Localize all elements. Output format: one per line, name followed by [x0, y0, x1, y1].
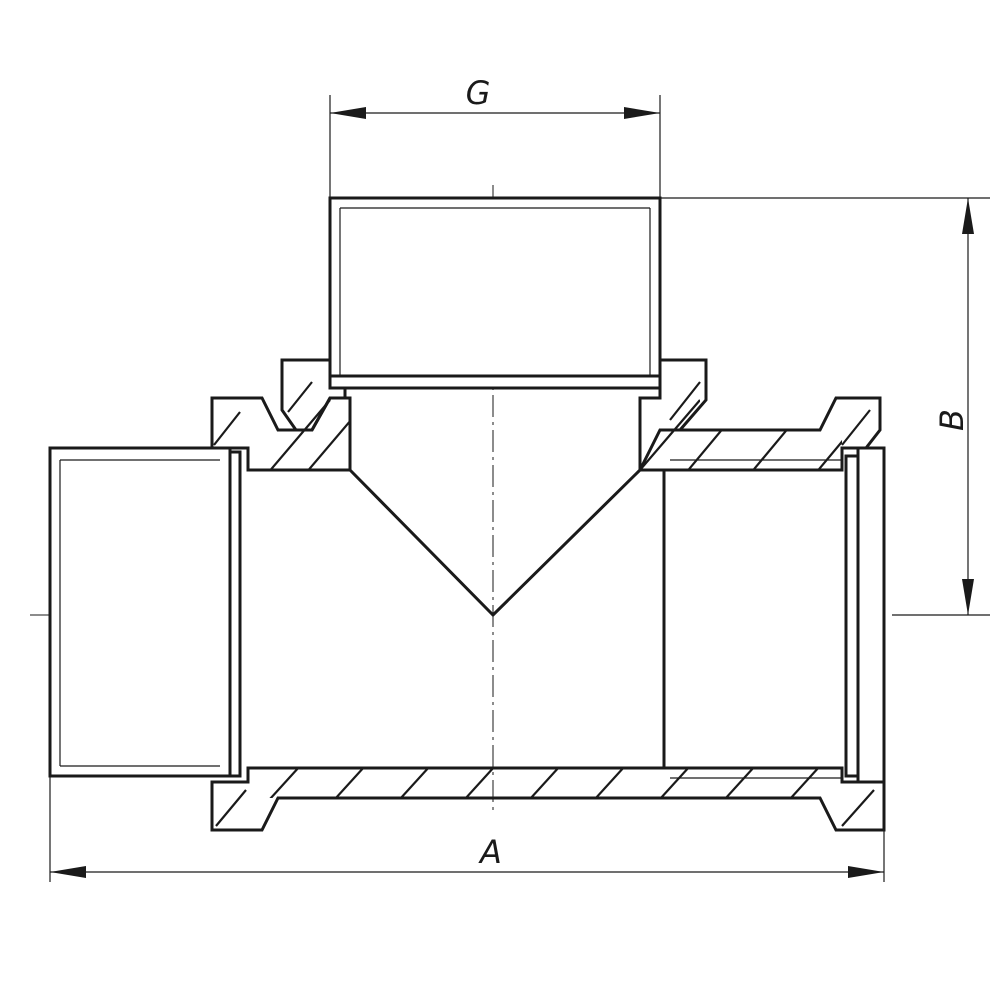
top-threaded-port: [328, 196, 662, 390]
flange-hatch-bottom-right: [841, 789, 875, 827]
top-thread-body: [328, 196, 662, 390]
g-arrow-left: [330, 107, 366, 119]
a-dimension-label: A: [478, 833, 502, 871]
right-ring-outer: [856, 446, 886, 784]
shoulder-hatch-right: [669, 381, 701, 421]
flange-hatch-bottom-left: [215, 789, 247, 827]
g-dimension-label: G: [466, 74, 491, 112]
top-port-shoulder-right: [638, 358, 708, 471]
body-outer-top-right: [640, 396, 882, 472]
a-arrow-left: [50, 866, 86, 878]
b-dimension-label: B: [933, 409, 971, 431]
flange-hatch-right: [841, 409, 871, 446]
branch-bore-v: [348, 468, 642, 618]
left-threaded-port: [48, 446, 242, 778]
b-arrow-top: [962, 198, 974, 234]
tee-body: [210, 358, 886, 832]
shoulder-hatch-left: [287, 381, 313, 413]
dimensions: G B A: [49, 74, 990, 882]
right-ring-inner: [844, 454, 860, 778]
body-outer-bottom: [210, 766, 886, 832]
g-arrow-right: [624, 107, 660, 119]
right-end-ring: [844, 446, 886, 784]
a-arrow-right: [848, 866, 884, 878]
left-thread-body: [48, 446, 232, 778]
section-hatching: [213, 381, 875, 827]
flange-hatch-top-left: [213, 411, 241, 446]
left-thread-ring: [228, 450, 242, 778]
top-port-shoulder-left: [280, 358, 347, 432]
b-arrow-bottom: [962, 579, 974, 615]
